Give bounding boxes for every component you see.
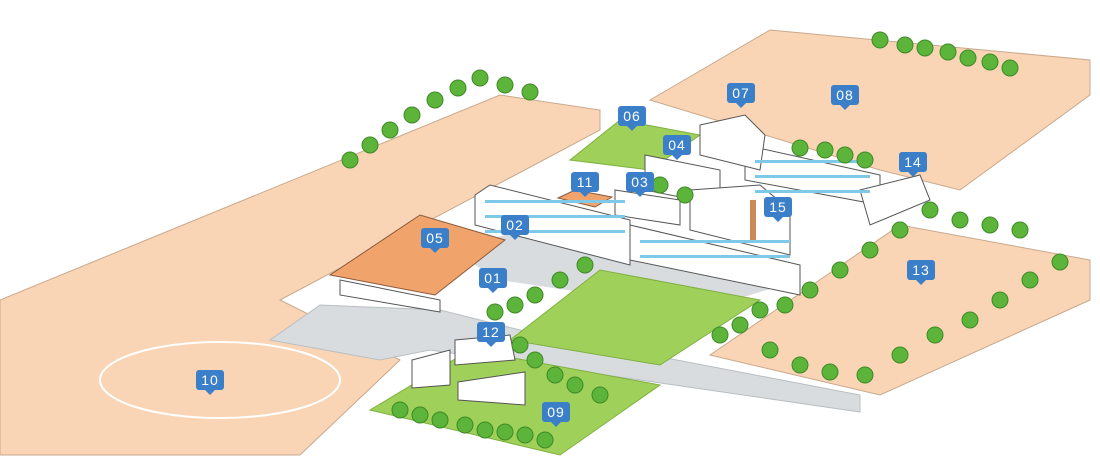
marker-01[interactable]: 01 bbox=[479, 268, 507, 293]
tower bbox=[750, 200, 756, 240]
tree-icon bbox=[576, 256, 594, 274]
tree-icon bbox=[896, 36, 914, 54]
tree-icon bbox=[471, 69, 489, 87]
tree-icon bbox=[861, 241, 879, 259]
tree-icon bbox=[1021, 271, 1039, 289]
marker-12[interactable]: 12 bbox=[477, 322, 505, 347]
gym-roof-05 bbox=[328, 214, 507, 296]
tree-icon bbox=[801, 281, 819, 299]
tree-icon bbox=[521, 83, 539, 101]
tree-icon bbox=[791, 139, 809, 157]
tree-icon bbox=[426, 91, 444, 109]
marker-08[interactable]: 08 bbox=[831, 85, 859, 110]
tree-icon bbox=[711, 326, 729, 344]
road-central bbox=[450, 220, 800, 310]
tree-icon bbox=[891, 221, 909, 239]
tree-icon bbox=[791, 356, 809, 374]
marker-03[interactable]: 03 bbox=[626, 172, 654, 197]
tree-icon bbox=[536, 431, 554, 449]
tree-icon bbox=[1051, 253, 1069, 271]
track-10 bbox=[99, 341, 341, 419]
tree-icon bbox=[431, 411, 449, 429]
marker-13[interactable]: 13 bbox=[907, 260, 935, 285]
tree-icon bbox=[403, 106, 421, 124]
tree-icon bbox=[856, 151, 874, 169]
marker-02[interactable]: 02 bbox=[501, 215, 529, 240]
tree-icon bbox=[951, 211, 969, 229]
trees bbox=[341, 31, 1069, 449]
tree-icon bbox=[959, 49, 977, 67]
tree-icon bbox=[871, 31, 889, 49]
field-10 bbox=[0, 94, 601, 456]
tree-icon bbox=[456, 416, 474, 434]
tree-icon bbox=[651, 176, 669, 194]
tree-icon bbox=[821, 363, 839, 381]
marker-15[interactable]: 15 bbox=[764, 197, 792, 222]
tree-icon bbox=[551, 271, 569, 289]
tree-icon bbox=[526, 351, 544, 369]
tree-icon bbox=[566, 376, 584, 394]
tree-icon bbox=[751, 301, 769, 319]
tree-icon bbox=[496, 76, 514, 94]
tree-icon bbox=[836, 146, 854, 164]
tree-icon bbox=[526, 286, 544, 304]
tree-icon bbox=[926, 326, 944, 344]
tree-icon bbox=[856, 366, 874, 384]
tree-icon bbox=[591, 386, 609, 404]
road bbox=[268, 304, 861, 413]
tree-icon bbox=[486, 303, 504, 321]
tree-icon bbox=[391, 401, 409, 419]
marker-09[interactable]: 09 bbox=[542, 402, 570, 427]
tree-icon bbox=[411, 406, 429, 424]
tree-icon bbox=[981, 216, 999, 234]
tree-icon bbox=[776, 296, 794, 314]
field-08 bbox=[648, 29, 1091, 191]
tree-icon bbox=[381, 121, 399, 139]
tree-icon bbox=[506, 296, 524, 314]
tree-icon bbox=[516, 426, 534, 444]
tree-icon bbox=[939, 43, 957, 61]
tree-icon bbox=[961, 311, 979, 329]
tree-icon bbox=[981, 53, 999, 71]
marker-06[interactable]: 06 bbox=[618, 106, 646, 131]
tree-icon bbox=[1011, 221, 1029, 239]
tree-icon bbox=[761, 341, 779, 359]
tree-icon bbox=[676, 186, 694, 204]
tree-icon bbox=[1001, 59, 1019, 77]
tree-icon bbox=[921, 201, 939, 219]
marker-04[interactable]: 04 bbox=[663, 135, 691, 160]
tree-icon bbox=[476, 421, 494, 439]
windows bbox=[485, 160, 870, 258]
tree-icon bbox=[361, 136, 379, 154]
tree-icon bbox=[816, 141, 834, 159]
marker-07[interactable]: 07 bbox=[727, 83, 755, 108]
marker-14[interactable]: 14 bbox=[899, 152, 927, 177]
tree-icon bbox=[891, 346, 909, 364]
tree-icon bbox=[831, 261, 849, 279]
tree-icon bbox=[341, 151, 359, 169]
lawn bbox=[508, 269, 762, 366]
tree-icon bbox=[496, 423, 514, 441]
tree-icon bbox=[916, 39, 934, 57]
tree-icon bbox=[991, 291, 1009, 309]
tree-icon bbox=[511, 336, 529, 354]
tree-icon bbox=[546, 366, 564, 384]
marker-11[interactable]: 11 bbox=[571, 172, 599, 197]
marker-05[interactable]: 05 bbox=[421, 228, 449, 253]
tree-icon bbox=[731, 316, 749, 334]
marker-10[interactable]: 10 bbox=[196, 370, 224, 395]
tree-icon bbox=[449, 79, 467, 97]
